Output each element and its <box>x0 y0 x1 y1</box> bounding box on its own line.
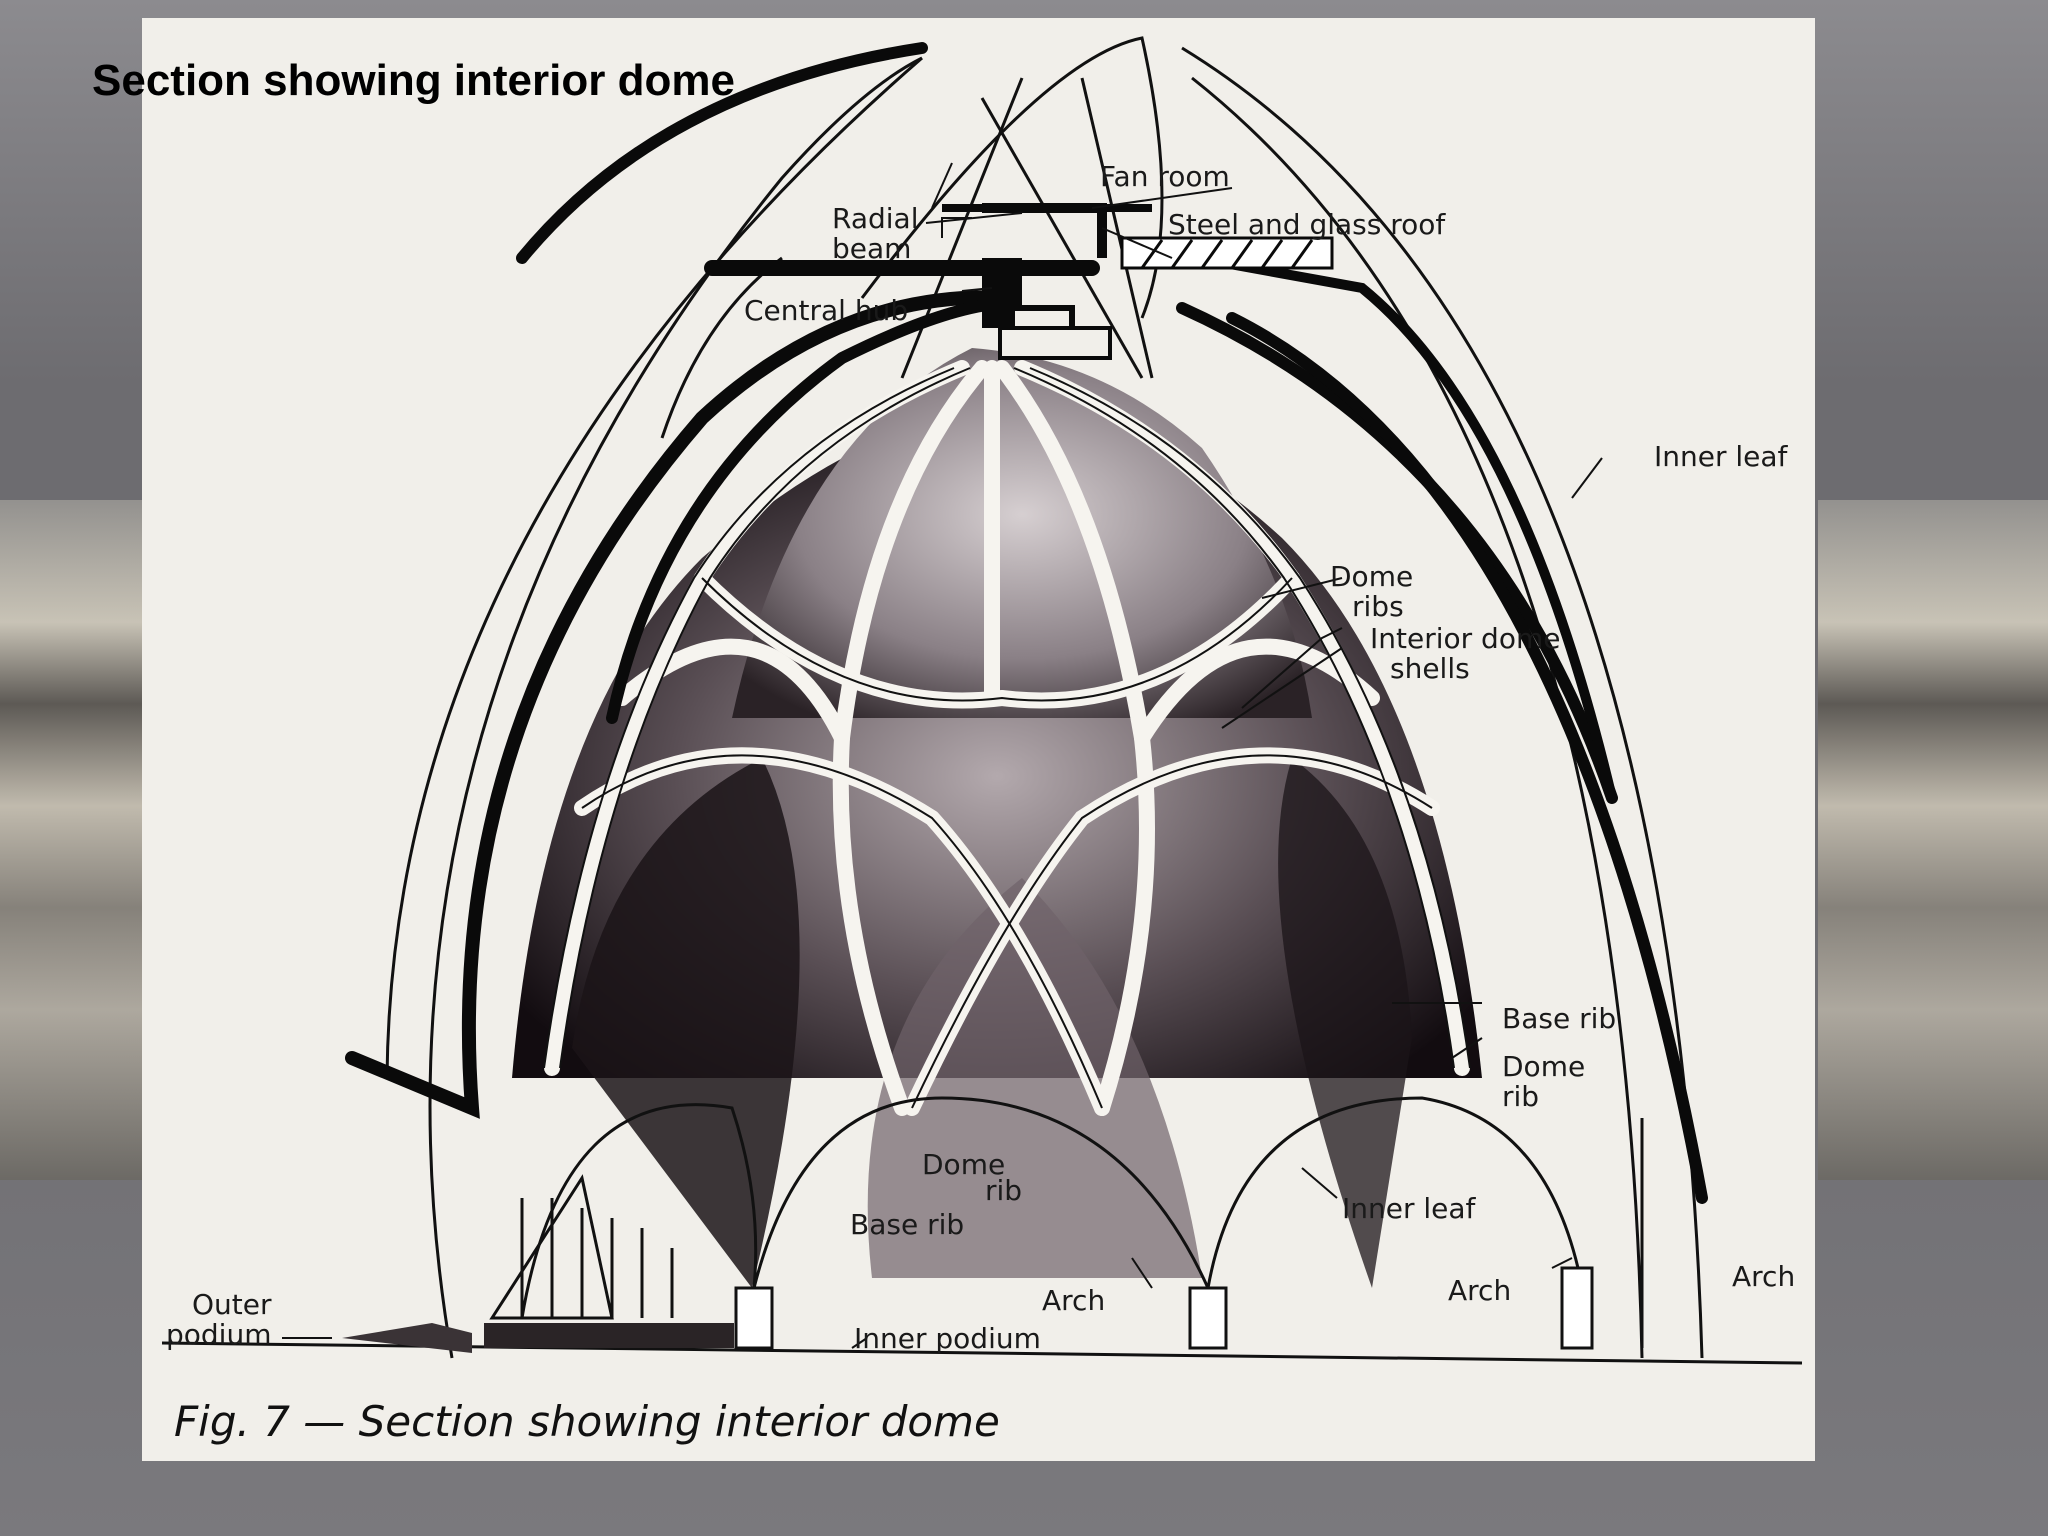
section-drawing-panel: Fan room Radial beam Steel and glass roo… <box>142 18 1815 1461</box>
background-photo-right <box>1818 500 2048 1180</box>
label-dome-rib-right-line2: rib <box>1502 1080 1539 1113</box>
central-hub-structure <box>942 203 1334 360</box>
label-outer-podium-line1: Outer <box>192 1288 272 1321</box>
label-arch-right: Arch <box>1448 1274 1511 1307</box>
label-inner-leaf-top: Inner leaf <box>1654 440 1789 473</box>
figure-labels: Fan room Radial beam Steel and glass roo… <box>166 160 1795 1355</box>
structural-beams <box>345 42 1708 1204</box>
figure-caption: Fig. 7 — Section showing interior dome <box>174 1397 1000 1446</box>
label-dome-rib-right-line1: Dome <box>1502 1050 1585 1083</box>
interior-shading <box>512 348 1482 1288</box>
label-base-rib-center: Base rib <box>850 1208 964 1241</box>
background-photo-left <box>0 500 160 1180</box>
label-dome-ribs-line1: Dome <box>1330 560 1413 593</box>
label-interior-dome-shells-line2: shells <box>1390 652 1470 685</box>
label-dome-rib-center-line2: rib <box>985 1174 1022 1207</box>
label-base-rib-right: Base rib <box>1502 1002 1616 1035</box>
label-arch-far-right: Arch <box>1732 1260 1795 1293</box>
label-arch-center: Arch <box>1042 1284 1105 1317</box>
label-fan-room: Fan room <box>1100 160 1230 193</box>
leader-lines <box>282 162 1603 1349</box>
slide-title: Section showing interior dome <box>92 56 735 105</box>
dome-section-drawing: Fan room Radial beam Steel and glass roo… <box>161 36 1803 1446</box>
label-radial-beam-line1: Radial <box>832 202 919 235</box>
label-steel-glass-roof: Steel and glass roof <box>1168 208 1446 241</box>
dome-rib-outlines <box>543 367 1471 1109</box>
label-radial-beam-line2: beam <box>832 232 911 265</box>
label-dome-ribs-line2: ribs <box>1352 590 1404 623</box>
label-inner-leaf-bottom: Inner leaf <box>1342 1192 1477 1225</box>
label-inner-podium: Inner podium <box>854 1322 1041 1355</box>
label-interior-dome-shells-line1: Interior dome <box>1370 622 1560 655</box>
podium-base <box>161 1096 1803 1365</box>
label-outer-podium-line2: podium <box>166 1318 271 1351</box>
label-central-hub: Central hub <box>744 294 908 327</box>
label-dome-rib-center-line1: Dome <box>922 1148 1005 1181</box>
